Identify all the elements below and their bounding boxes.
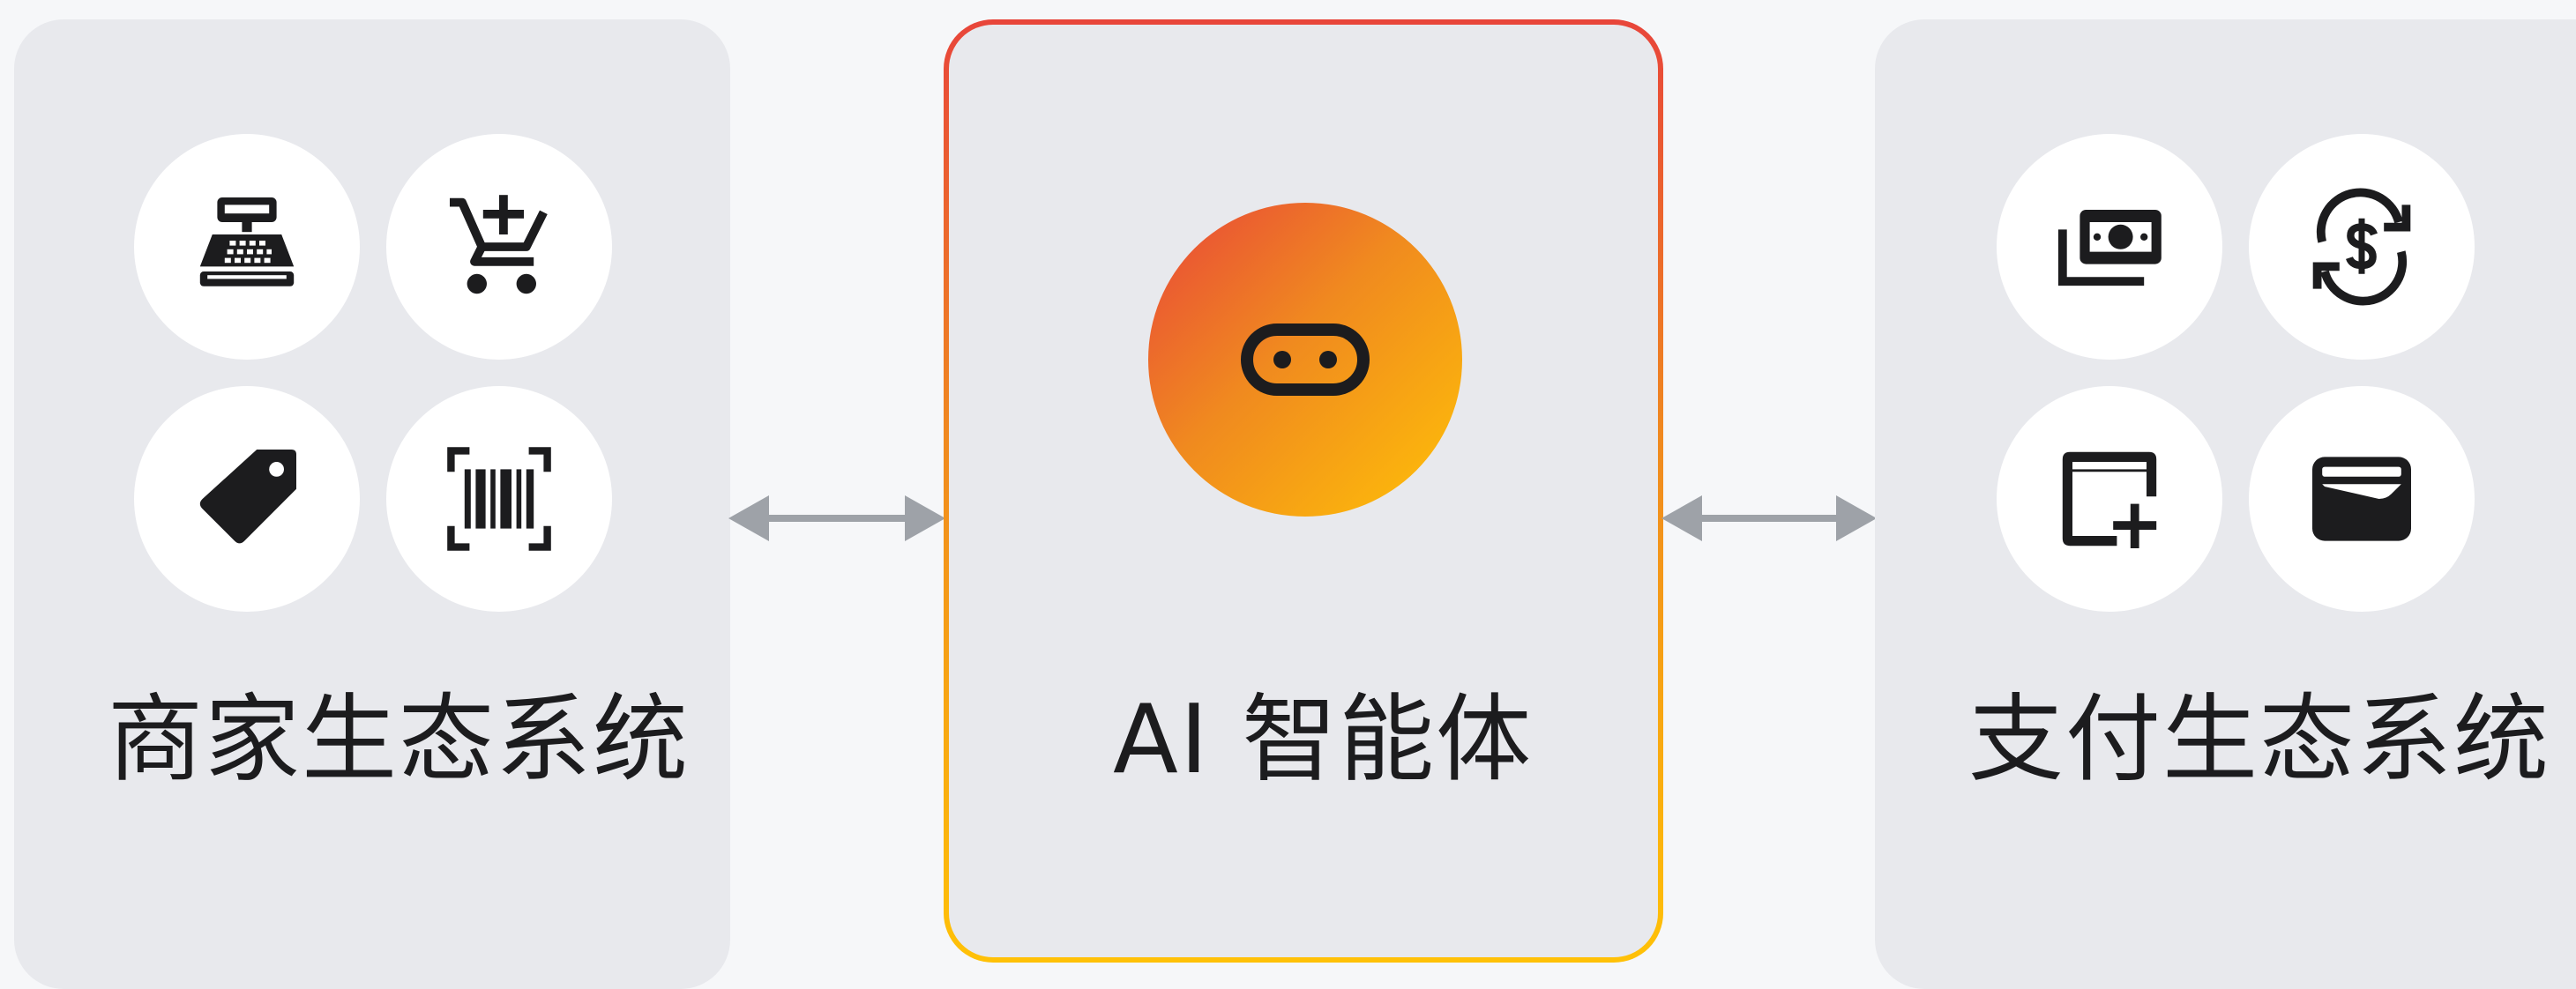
banknote-icon (1997, 134, 2222, 360)
merchant-ecosystem-label: 商家生态系统 (108, 685, 691, 795)
cash-register-icon (134, 134, 360, 360)
ai-agent-label: AI 智能体 (1113, 685, 1534, 795)
robot-face-icon (1148, 203, 1462, 517)
price-tag-icon (134, 386, 360, 612)
wallet-card-icon (2249, 386, 2475, 612)
add-card-icon (1997, 386, 2222, 612)
merchant-ecosystem-panel (14, 19, 730, 989)
payment-ecosystem-label: 支付生态系统 (1968, 685, 2551, 795)
barcode-scan-icon (386, 386, 612, 612)
bidirectional-arrow-left (728, 495, 945, 541)
bidirectional-arrow-right (1661, 495, 1877, 541)
currency-exchange-icon (2249, 134, 2475, 360)
cart-add-icon (386, 134, 612, 360)
